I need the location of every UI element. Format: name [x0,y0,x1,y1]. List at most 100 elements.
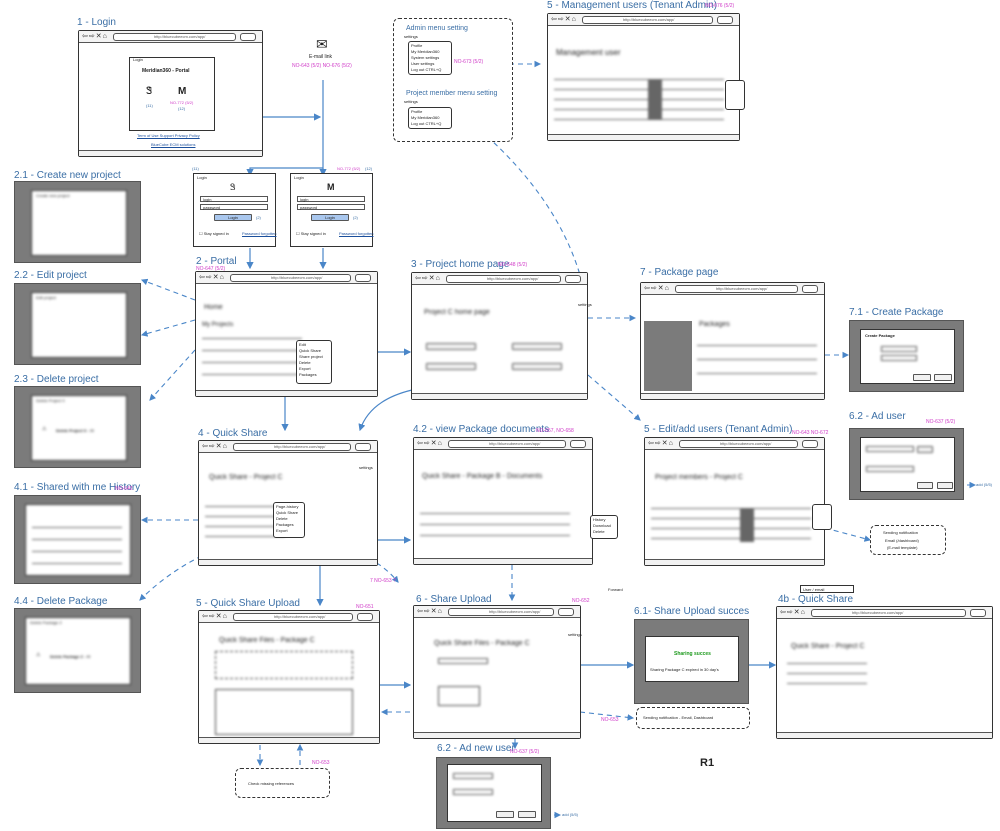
browser-nav-icons[interactable]: ⇦⇨✕⌂ [199,274,225,281]
stay-signed-checkbox[interactable]: ☐ Stay signed in [199,231,229,236]
forgot-link[interactable]: Password forgotten [339,231,374,236]
go-button[interactable] [240,33,256,41]
login-footer[interactable]: BlueCube ECM solutions [151,142,196,147]
ad-user-cancel[interactable] [917,482,933,489]
ctx-history[interactable]: History [593,517,606,522]
go-button[interactable] [355,274,371,282]
menu-item-user-settings[interactable]: User settings [411,61,435,66]
browser-nav-icons[interactable]: ⇦⇨✕⌂ [551,16,577,23]
add-link[interactable]: add (5/5) [976,482,993,487]
id-icon: Ꮥ [230,182,236,192]
url-bar[interactable]: http://bluecubeecm.com/app/ [675,285,798,293]
go-button[interactable] [355,443,371,451]
password-input[interactable]: password [297,204,365,210]
email-input[interactable] [866,466,914,472]
portal-context-menu: Edit Quick Share Share project Delete Ex… [296,340,332,384]
ad-new-user-cancel[interactable] [496,811,514,818]
ctx-delete[interactable]: Delete [276,516,288,521]
settings-label[interactable]: settings [568,632,582,637]
email-notification-box: Sending notification Email (/dashboard) … [870,525,946,555]
browser-nav-icons[interactable]: ⇦⇨✕⌂ [82,33,108,40]
user-lookup-button[interactable] [917,446,933,453]
project-btn-c[interactable] [426,363,476,370]
ctx-packages[interactable]: Packages [299,372,317,377]
project-btn-b[interactable] [512,343,562,350]
settings-label[interactable]: settings [578,302,592,307]
ctx-quick-share[interactable]: Quick Share [276,510,299,515]
url-bar[interactable]: http://bluecubeecm.com/app/ [233,613,353,621]
ad-new-user-ok[interactable] [518,811,536,818]
login-input[interactable]: login [297,196,365,202]
ctx-download[interactable]: Download [593,523,611,528]
user-input[interactable] [866,446,914,452]
login-button[interactable]: Login [214,214,252,221]
create-package-cancel[interactable] [913,374,931,381]
view-docs-tag: NO-657, NO-658 [536,428,574,434]
id-icon[interactable]: Ꮥ [146,86,153,97]
settings-label[interactable]: settings [359,465,373,470]
ctx-packages[interactable]: Packages [276,522,294,527]
menu-item-my-meridian[interactable]: My Meridian360 [411,49,440,54]
ctx-page-history[interactable]: Page-history [276,504,299,509]
go-button[interactable] [802,285,818,293]
package-desc-input[interactable] [881,355,917,361]
menu-item-profile[interactable]: Profile [411,109,423,114]
url-bar[interactable]: http://bluecubeecm.com/app/ [233,443,351,451]
create-package-ok[interactable] [934,374,952,381]
browser-nav-icons[interactable]: ⇦⇨✕⌂ [780,609,806,616]
menu-item-my-meridian[interactable]: My Meridian360 [411,115,440,120]
mgmt-context-menu[interactable] [725,80,745,110]
password-input[interactable]: password [200,204,268,210]
go-button[interactable] [357,613,373,621]
add-link-2[interactable]: add (5/5) [562,812,579,817]
url-bar[interactable]: http://bluecubeecm.com/app/ [113,33,236,41]
m-icon[interactable]: M [178,86,187,97]
go-button[interactable] [717,16,733,24]
url-bar[interactable]: http://bluecubeecm.com/app/ [811,609,966,617]
package-name-input[interactable] [881,346,917,352]
url-bar[interactable]: http://bluecubeecm.com/app/ [679,440,798,448]
ctx-edit[interactable]: Edit [299,342,306,347]
login-input[interactable]: login [200,196,268,202]
edit-users-context-menu[interactable] [812,504,832,530]
ctx-export[interactable]: Export [276,528,288,533]
url-bar[interactable]: http://bluecubeecm.com/app/ [446,275,561,283]
ctx-delete[interactable]: Delete [299,360,311,365]
url-bar[interactable]: http://bluecubeecm.com/app/ [448,440,566,448]
go-button[interactable] [558,608,574,616]
ctx-quick-share[interactable]: Quick Share [299,348,322,353]
go-button[interactable] [565,275,581,283]
go-button[interactable] [802,440,818,448]
login-button[interactable]: Login [311,214,349,221]
new-user-input[interactable] [453,773,493,779]
title-share-upload: 6 - Share Upload [416,594,492,605]
browser-nav-icons[interactable]: ⇦⇨✕⌂ [202,613,228,620]
browser-nav-icons[interactable]: ⇦⇨✕⌂ [417,608,443,615]
user-email-field[interactable]: User / email [800,585,854,593]
url-bar[interactable]: http://bluecubeecm.com/app/ [230,274,351,282]
menu-item-system-settings[interactable]: System settings [411,55,440,60]
forgot-link[interactable]: Password forgotten [242,231,277,236]
go-button[interactable] [570,440,586,448]
share-user-input[interactable] [438,658,488,664]
stay-signed-checkbox[interactable]: ☐ Stay signed in [296,231,326,236]
ad-user-ok[interactable] [937,482,953,489]
project-btn-a[interactable] [426,343,476,350]
browser-nav-icons[interactable]: ⇦⇨✕⌂ [648,440,674,447]
url-bar[interactable]: http://bluecubeecm.com/app/ [448,608,554,616]
ctx-delete[interactable]: Delete [593,529,605,534]
ctx-share-project[interactable]: Share project [299,354,323,359]
url-bar[interactable]: http://bluecubeecm.com/app/ [582,16,713,24]
browser-nav-icons[interactable]: ⇦⇨✕⌂ [644,285,670,292]
go-button[interactable] [970,609,986,617]
project-btn-d[interactable] [512,363,562,370]
menu-item-logout[interactable]: Log out CTRL+Q [411,121,442,126]
browser-nav-icons[interactable]: ⇦⇨✕⌂ [202,443,228,450]
browser-nav-icons[interactable]: ⇦⇨✕⌂ [415,275,441,282]
ctx-export[interactable]: Export [299,366,311,371]
browser-nav-icons[interactable]: ⇦⇨✕⌂ [417,440,443,447]
new-user-email-input[interactable] [453,789,493,795]
menu-item-profile[interactable]: Profile [411,43,423,48]
login-links[interactable]: Term of Use Support Privacy Policy [137,133,200,138]
menu-item-logout[interactable]: Log out CTRL+Q [411,67,442,72]
